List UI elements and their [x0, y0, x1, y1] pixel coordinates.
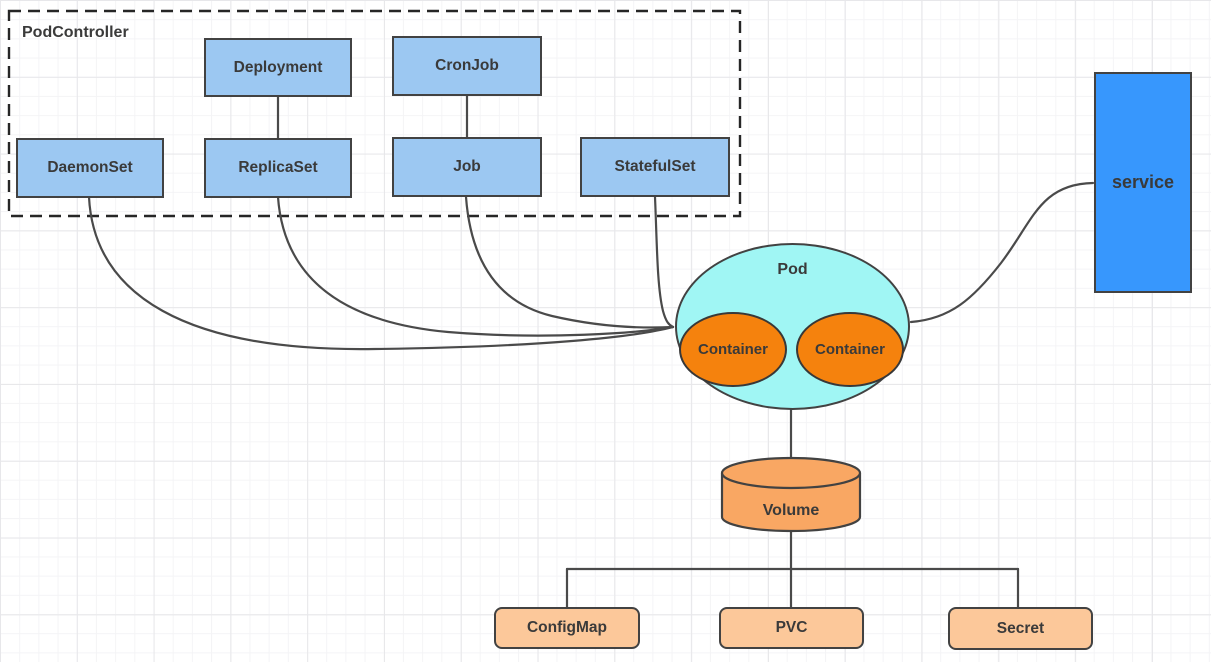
node-container-left: Container: [679, 312, 787, 387]
node-pod-label: Pod: [777, 261, 808, 278]
node-container-right: Container: [796, 312, 904, 387]
edge-daemonset-pod: [87, 195, 675, 351]
node-cronjob: CronJob: [392, 36, 542, 96]
volume-cylinder-body: [720, 473, 862, 533]
node-job: Job: [392, 137, 542, 197]
node-daemonset: DaemonSet: [16, 138, 164, 198]
pod-controller-group-label: PodController: [22, 24, 129, 41]
pod-controller-group-border: [7, 9, 742, 218]
node-replicaset: ReplicaSet: [204, 138, 352, 198]
node-configmap: ConfigMap: [494, 607, 640, 649]
node-volume-label: Volume: [762, 502, 820, 519]
edge-job-pod: [464, 195, 675, 329]
node-deployment: Deployment: [204, 38, 352, 97]
edge-statefulset-pod: [653, 195, 675, 329]
node-pvc: PVC: [719, 607, 864, 649]
edge-replicaset-pod: [276, 195, 675, 337]
node-service: service: [1094, 72, 1192, 293]
node-statefulset: StatefulSet: [580, 137, 730, 197]
volume-cylinder-top: [720, 456, 862, 490]
node-secret: Secret: [948, 607, 1093, 650]
edge-pod-service: [909, 181, 1095, 324]
